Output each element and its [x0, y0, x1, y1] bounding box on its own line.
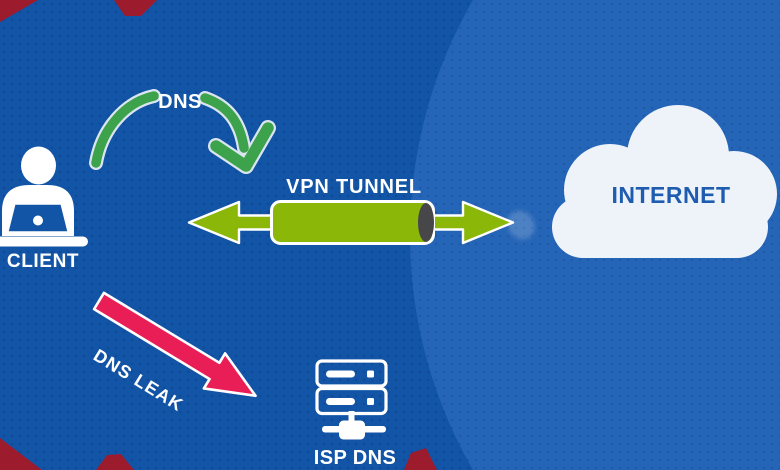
person-head [21, 146, 56, 185]
vpn-tunnel-label: VPN TUNNEL [286, 176, 422, 198]
arc-arrowhead [210, 122, 274, 172]
client-person-icon [0, 146, 88, 247]
desk-bar [0, 236, 88, 247]
ribbon-bottom-center [404, 448, 437, 470]
server-unit-1 [315, 359, 388, 388]
corner-ribbons-icon [0, 0, 437, 470]
tunnel-end-cap [418, 203, 434, 242]
server-hub-box [339, 420, 365, 440]
ribbon-top-mid [114, 0, 157, 16]
dns-leak-arrow [92, 291, 257, 398]
arc-right-segment [200, 93, 249, 153]
vpn-tunnel-arrow [187, 200, 515, 245]
server-stem [348, 411, 355, 423]
internet-cloud-icon [552, 105, 777, 258]
tunnel-cylinder [270, 200, 435, 245]
dns-arc-arrow [89, 89, 276, 174]
isp-dns-label: ISP DNS [313, 447, 397, 469]
dns-label: DNS [158, 91, 202, 113]
arc-left-segment [91, 91, 159, 168]
ribbon-top-left [0, 0, 38, 22]
server-icon [315, 359, 388, 440]
ribbon-bottom-left [0, 438, 42, 470]
laptop-logo-dot [33, 215, 43, 226]
client-label: CLIENT [6, 251, 80, 272]
internet-label: INTERNET [611, 182, 731, 208]
ribbon-bottom-mid [96, 454, 134, 470]
